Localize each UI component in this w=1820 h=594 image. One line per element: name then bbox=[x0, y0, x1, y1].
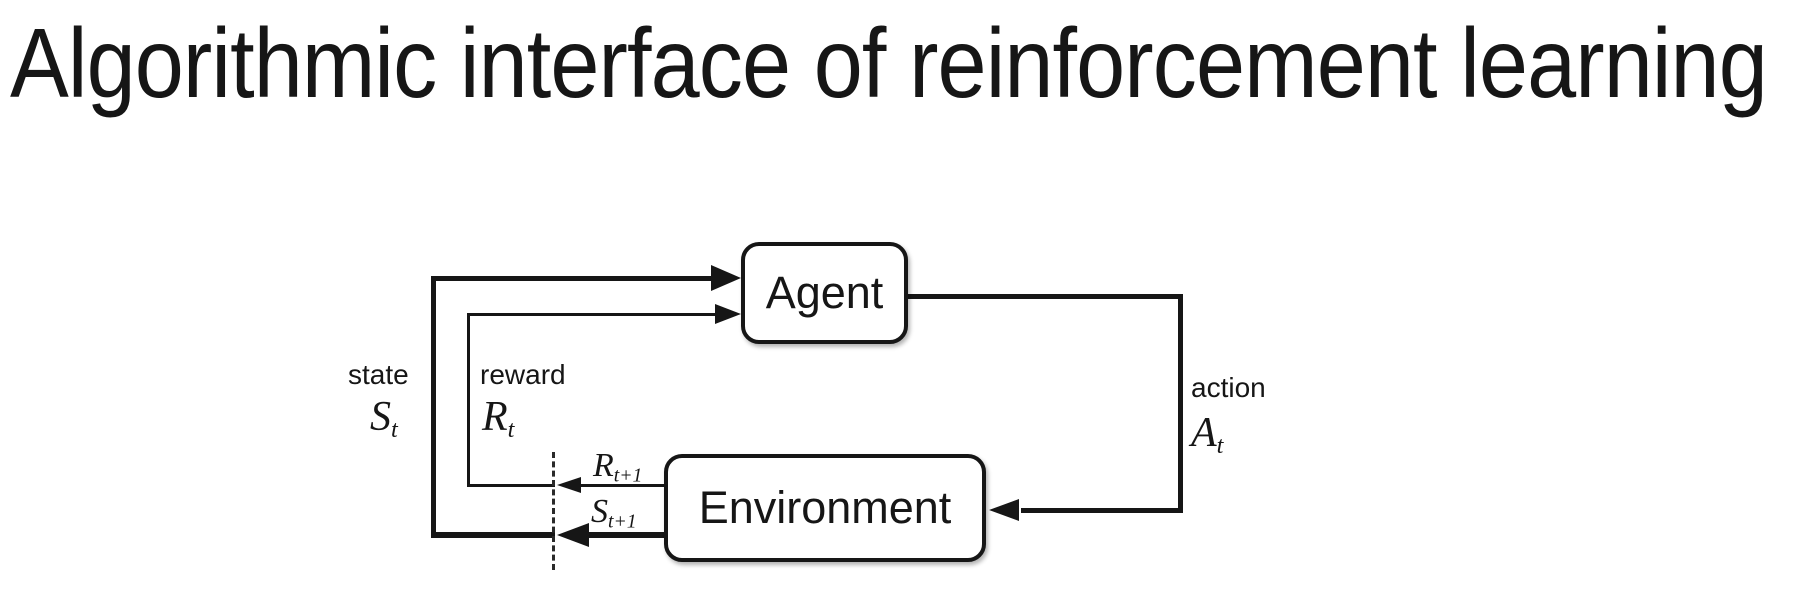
environment-node: Environment bbox=[664, 454, 986, 562]
next-state-arrowhead-at-boundary-icon bbox=[557, 523, 589, 547]
action-line-top bbox=[906, 294, 1183, 299]
reward-word-label: reward bbox=[480, 359, 566, 390]
next-state-line-from-environment bbox=[586, 532, 668, 538]
action-arrowhead-into-environment-icon bbox=[989, 499, 1019, 521]
reward-line-top bbox=[467, 313, 717, 316]
environment-node-label: Environment bbox=[698, 482, 952, 533]
state-line-top bbox=[431, 276, 714, 281]
reward-line-bottom bbox=[467, 484, 555, 487]
state-arrowhead-into-agent-icon bbox=[711, 265, 741, 291]
action-line-right bbox=[1178, 294, 1183, 513]
next-state-symbol-label: St+1 bbox=[591, 493, 637, 533]
action-word-label: action bbox=[1191, 372, 1266, 403]
reward-arrowhead-into-agent-icon bbox=[715, 304, 741, 324]
state-line-left bbox=[431, 276, 436, 538]
reward-symbol-label: Rt bbox=[482, 394, 515, 443]
time-step-boundary-dashed-line bbox=[552, 452, 555, 570]
next-reward-line-from-environment bbox=[579, 484, 666, 487]
next-reward-arrowhead-at-boundary-icon bbox=[557, 477, 581, 493]
state-word-label: state bbox=[348, 359, 409, 390]
slide-title: Algorithmic interface of reinforcement l… bbox=[10, 8, 1768, 118]
agent-node-label: Agent bbox=[765, 267, 884, 318]
action-line-bottom bbox=[1021, 508, 1183, 513]
action-symbol-label: At bbox=[1191, 410, 1224, 459]
state-line-bottom bbox=[431, 532, 555, 538]
agent-node: Agent bbox=[741, 242, 908, 344]
next-reward-symbol-label: Rt+1 bbox=[593, 447, 643, 487]
reward-line-left bbox=[467, 313, 470, 487]
state-symbol-label: St bbox=[370, 394, 398, 443]
